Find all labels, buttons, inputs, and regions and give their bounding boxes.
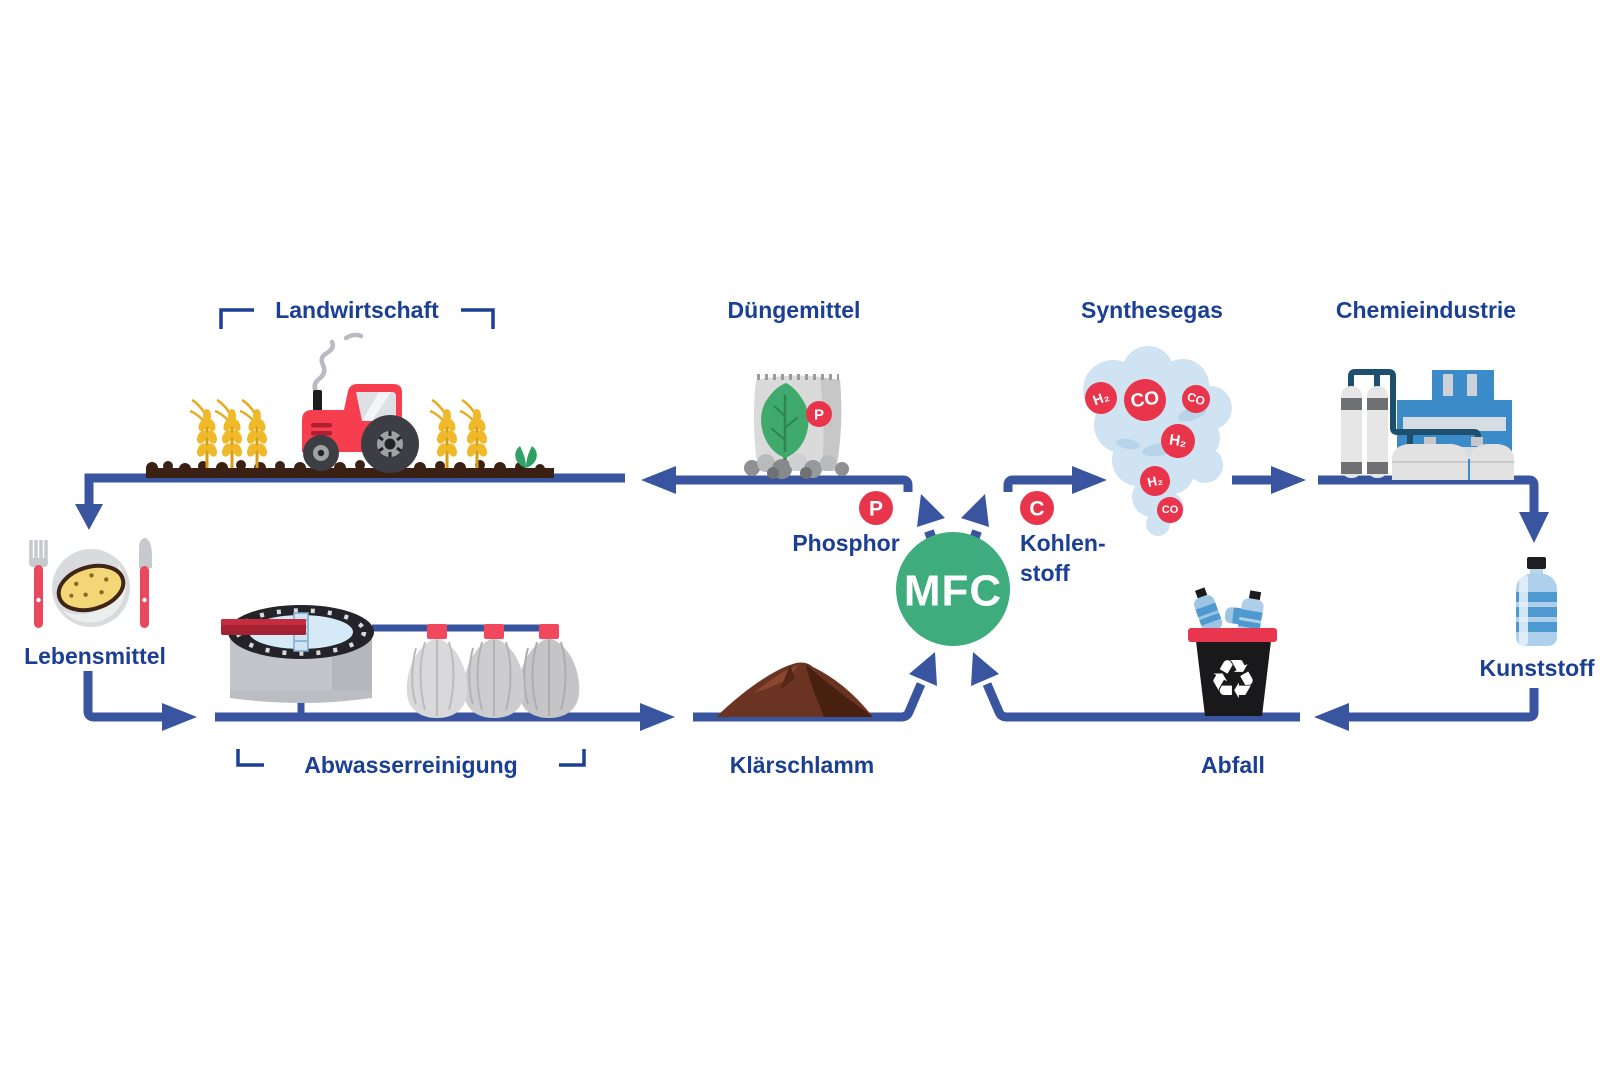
gas-bubbles: H₂ CO CO H₂ H₂ CO (1085, 379, 1210, 523)
kohlenstoff-badge-text: C (1029, 498, 1044, 521)
bracket-top-right (461, 308, 495, 329)
arrow-lebensmittel-to-abwasser (83, 671, 162, 722)
abfall-title: Abfall (1201, 752, 1265, 778)
gas-cylinder-icon (1341, 386, 1388, 478)
arrow-mfc-to-synthesegas (1003, 475, 1072, 492)
sludge-bags-icon (406, 624, 580, 718)
mfc-circle (896, 532, 1010, 646)
gas-bubble-label: H₂ (1146, 472, 1164, 490)
bread-icon (56, 563, 126, 613)
phosphor-label: Phosphor (792, 530, 899, 556)
landwirtschaft-title: Landwirtschaft (275, 297, 439, 323)
mfc-node: MFC (896, 532, 1010, 646)
landwirtschaft-section (146, 308, 554, 478)
arrowhead-right-klaerschlamm (640, 703, 675, 731)
arrowhead-mfc-up-right (961, 494, 989, 527)
kohlenstoff-label-line1: Kohlen- (1020, 530, 1106, 556)
arrow-kunststoff-to-abfall (1349, 688, 1539, 722)
arrowhead-up-mfc-left (909, 652, 937, 686)
arrowhead-down-lebensmittel (75, 504, 103, 530)
knife-icon (139, 538, 152, 628)
kohlenstoff-label-line2: stoff (1020, 560, 1070, 586)
kohlenstoff-badge: C (1020, 491, 1054, 525)
recycle-icon: ♻ (1209, 650, 1257, 710)
rear-wheel (361, 415, 419, 473)
arrowhead-right-abwasser (162, 703, 197, 731)
arrowhead-left-landwirtschaft (641, 466, 676, 494)
fork-icon (29, 540, 48, 628)
phosphor-badge-text: P (869, 498, 883, 521)
gas-bubble-label: H₂ (1091, 388, 1112, 409)
gas-bubble-label: CO (1129, 388, 1160, 413)
fertilizer-pebbles (744, 453, 849, 479)
leaf-p-badge (806, 401, 832, 427)
clarifier-icon (221, 605, 374, 703)
leaf-p-badge-text: P (814, 407, 824, 424)
arrowhead-right-synthesegas (1072, 466, 1107, 494)
skimmer-arm (221, 619, 306, 635)
fertilizer-bag-icon: P (744, 374, 849, 479)
sludge-mound-icon (716, 662, 873, 717)
arrowhead-down-kunststoff (1519, 512, 1549, 543)
abwasserreinigung-title: Abwasserreinigung (304, 752, 517, 778)
food-plate-icon (29, 538, 152, 628)
storage-domes (1392, 437, 1514, 480)
wastewater-treatment-icon (221, 605, 586, 767)
arrow-chemie-to-kunststoff (1318, 475, 1539, 512)
arrowhead-up-mfc-right (971, 652, 999, 686)
phosphor-badge: P (859, 491, 893, 525)
bin-bottles (1194, 587, 1264, 638)
trash-bin-icon: ♻ (1188, 587, 1277, 716)
lebensmittel-label: Lebensmittel (24, 643, 166, 669)
arrow-duengemittel-to-landwirtschaft (676, 475, 913, 492)
duengemittel-title: Düngemittel (728, 297, 861, 323)
bin-body (1196, 641, 1271, 716)
arrow-abfall-to-mfc (982, 682, 1300, 722)
gas-bubble-label: CO (1162, 504, 1179, 516)
mfc-label: MFC (904, 567, 1002, 616)
gas-bubble-label: H₂ (1168, 431, 1188, 450)
bottle-icon (1516, 557, 1557, 646)
chemieindustrie-title: Chemieindustrie (1336, 297, 1516, 323)
arrowhead-right-chemie (1271, 466, 1306, 494)
arrowhead-left-abfall (1314, 703, 1349, 731)
bracket-bottom-right (559, 749, 586, 767)
bracket-top-left (219, 308, 254, 329)
arrow-klaerschlamm-to-mfc (693, 682, 926, 722)
arrow-landwirtschaft-to-lebensmittel (84, 473, 625, 504)
smoke (312, 339, 336, 398)
gas-cloud-icon: H₂ CO CO H₂ H₂ CO (1083, 346, 1232, 536)
bracket-bottom-left (236, 749, 264, 767)
bottle-cap (1527, 557, 1546, 569)
tractor-icon (302, 332, 419, 473)
sprout-icon (515, 446, 537, 468)
gas-bubble-label: CO (1185, 390, 1206, 409)
klaerschlamm-title: Klärschlamm (730, 752, 874, 778)
front-wheel (303, 435, 339, 471)
bin-lid (1188, 628, 1277, 642)
arrowhead-mfc-up-left (917, 494, 945, 527)
kunststoff-label: Kunststoff (1480, 655, 1595, 681)
synthesegas-title: Synthesegas (1081, 297, 1223, 323)
factory-icon (1341, 369, 1514, 480)
